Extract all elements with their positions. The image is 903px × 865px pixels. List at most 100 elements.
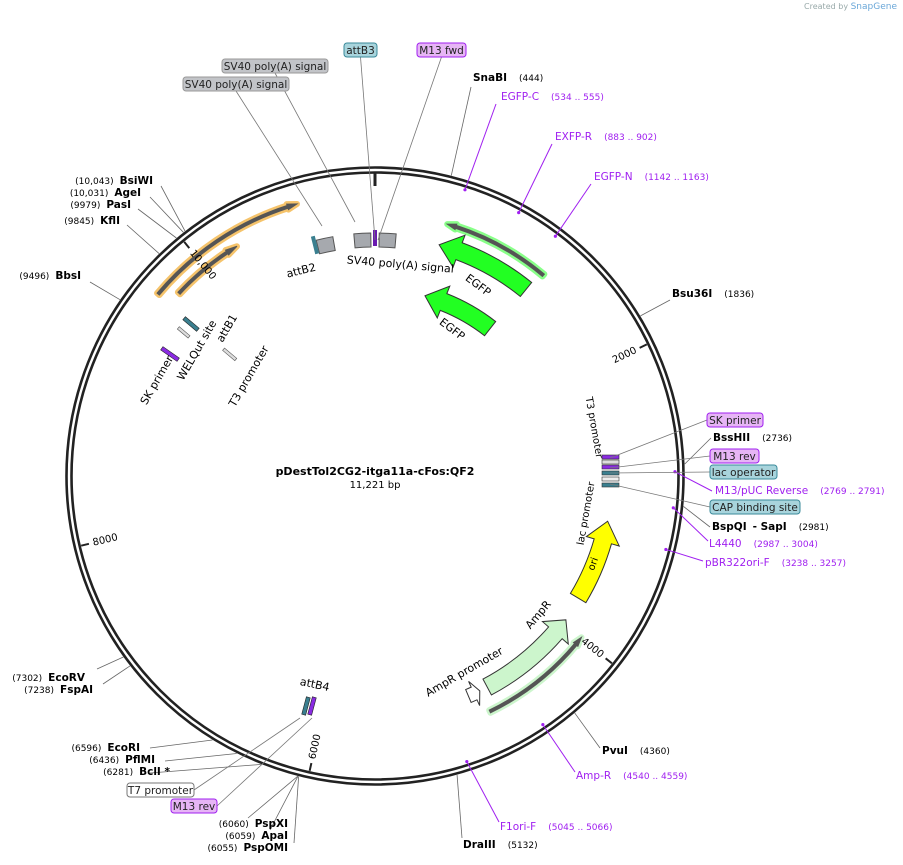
ampr-promoter-feature [464, 680, 481, 706]
primer-name: EGFP-N [594, 171, 633, 183]
enzyme-position: (10,043) [75, 177, 114, 187]
primer-range: (2769 .. 2791) [820, 487, 884, 497]
tick-mark [80, 542, 90, 547]
enzyme-position: (6281) [103, 768, 133, 778]
enzyme-site-label[interactable]: Bsu36I (1836) [672, 288, 754, 300]
enzyme-site-label[interactable]: (10,043)BsiWI [75, 175, 153, 187]
primer-label[interactable]: Amp-R (4540 .. 4559) [576, 770, 687, 782]
enzyme-name: Bsu36I [672, 288, 712, 300]
lac-region-feature [601, 476, 620, 482]
attb4-label: attB4 [299, 675, 331, 694]
primer-site-marker [553, 234, 557, 238]
enzyme-site-label[interactable]: (9845)KflI [64, 215, 120, 227]
primer-name: M13/pUC Reverse [715, 485, 808, 497]
enzyme-site-label[interactable]: (6436) PflMI [89, 754, 155, 766]
enzyme-site-label[interactable]: (10,031)AgeI [70, 187, 141, 199]
credit-prefix: Created by [804, 2, 849, 11]
enzyme-leader-line [126, 224, 160, 254]
enzyme-leader-line [102, 665, 131, 685]
tick-label: 4000 [579, 636, 606, 660]
feature-leader-line [360, 56, 376, 241]
feature-label-box[interactable] [182, 76, 290, 92]
enzyme-site-label[interactable]: (6060)PspXI [219, 818, 288, 830]
enzyme-position: (9496) [19, 272, 49, 282]
feature-label-box[interactable] [126, 782, 195, 798]
enzyme-site-label[interactable]: BssHII(2736) [713, 432, 792, 444]
attb4-feature [301, 696, 311, 716]
sk-primer-label: SK primer [138, 353, 177, 407]
orange-track-outer [156, 203, 299, 296]
t3-promoter-feature [222, 347, 238, 362]
enzyme-site-label[interactable]: BspQI- SapI(2981) [712, 521, 829, 533]
tick-mark [183, 241, 191, 249]
feature-label-text: attB3 [346, 45, 375, 57]
enzyme-leader-line [247, 775, 299, 819]
primer-leader-line [464, 103, 497, 190]
enzyme-position: (6596) [71, 744, 101, 754]
feature-label-box[interactable] [221, 58, 329, 74]
primer-site-marker [465, 760, 469, 764]
primer-label[interactable]: EGFP-C(534 .. 555) [501, 91, 604, 103]
primer-range: (4540 .. 4559) [623, 772, 687, 782]
primer-label[interactable]: EXFP-R(883 .. 902) [555, 131, 657, 143]
enzyme-position: (7238) [24, 686, 54, 696]
feature-label-box[interactable] [706, 412, 764, 428]
snapgene-credit: Created by SnapGene [804, 2, 897, 12]
enzyme-leader-line [450, 86, 472, 176]
enzyme-site-label[interactable]: (9979)PasI [70, 199, 131, 211]
enzyme-site-label[interactable]: PvuI(4360) [602, 745, 670, 757]
enzyme-site-label[interactable]: (7238)FspAI [24, 684, 93, 696]
sv40-feature-1 [353, 232, 372, 249]
enzyme-position: (4360) [640, 747, 670, 757]
map-length: 11,221 bp [350, 480, 401, 491]
feature-label-box[interactable] [709, 499, 801, 515]
enzyme-leader-line [137, 208, 177, 239]
feature-label-box[interactable] [709, 448, 760, 464]
enzyme-name: ApaI [261, 830, 288, 842]
enzyme-leader-line [149, 196, 184, 233]
enzyme-site-label[interactable]: (7302) EcoRV [12, 672, 86, 684]
inner-features [154, 200, 621, 716]
feature-leader-line [216, 717, 313, 807]
ampr-track [488, 635, 583, 714]
enzyme-name: PflMI [125, 754, 155, 766]
enzyme-position: (2736) [762, 434, 792, 444]
primer-label[interactable]: EGFP-N(1142 .. 1163) [594, 171, 709, 183]
enzyme-position: (6436) [89, 756, 119, 766]
primer-leader-line [674, 471, 713, 492]
primer-label[interactable]: pBR322ori-F(3238 .. 3257) [705, 557, 846, 569]
enzyme-site-label[interactable]: SnaBI(444) [473, 72, 543, 84]
enzyme-site-label[interactable]: (9496)BbsI [19, 270, 81, 282]
enzyme-site-label[interactable]: DraIII(5132) [463, 839, 538, 851]
feature-label-box[interactable] [416, 42, 467, 58]
primer-label[interactable]: M13/pUC Reverse (2769 .. 2791) [715, 485, 884, 497]
enzyme-leader-line [149, 739, 213, 749]
attb2-marker [310, 235, 320, 255]
enzyme-position: (1836) [724, 290, 754, 300]
primer-range: (2987 .. 3004) [754, 540, 818, 550]
primer-name: F1ori-F [500, 821, 536, 833]
enzyme-site-label[interactable]: (6281)BclI * [103, 766, 170, 778]
egfp-feature-outer [438, 234, 533, 298]
feature-label-text: lac operator [712, 467, 776, 479]
primer-name: Amp-R [576, 770, 611, 782]
feature-leader-line [609, 483, 711, 508]
feature-label-box[interactable] [709, 464, 778, 480]
feature-label-box[interactable] [343, 42, 378, 58]
feature-label-box[interactable] [170, 798, 218, 814]
feature-leader-line [235, 90, 323, 227]
enzyme-site-label[interactable]: (6055)PspOMI [208, 842, 289, 854]
primer-name: pBR322ori-F [705, 557, 770, 569]
lac-region-feature [601, 482, 620, 488]
primer-site-marker [673, 470, 677, 474]
primer-label[interactable]: L4440(2987 .. 3004) [709, 538, 818, 550]
ori-feature [569, 520, 621, 604]
enzyme-position: (7302) [12, 674, 42, 684]
enzyme-name: EcoRV [48, 672, 86, 684]
primer-label[interactable]: F1ori-F(5045 .. 5066) [500, 821, 613, 833]
feature-label-text: CAP binding site [712, 502, 798, 514]
enzyme-site-label[interactable]: (6596)EcoRI [71, 742, 140, 754]
feature-label-text: SK primer [709, 415, 761, 427]
enzyme-site-label[interactable]: (6059)ApaI [225, 830, 288, 842]
